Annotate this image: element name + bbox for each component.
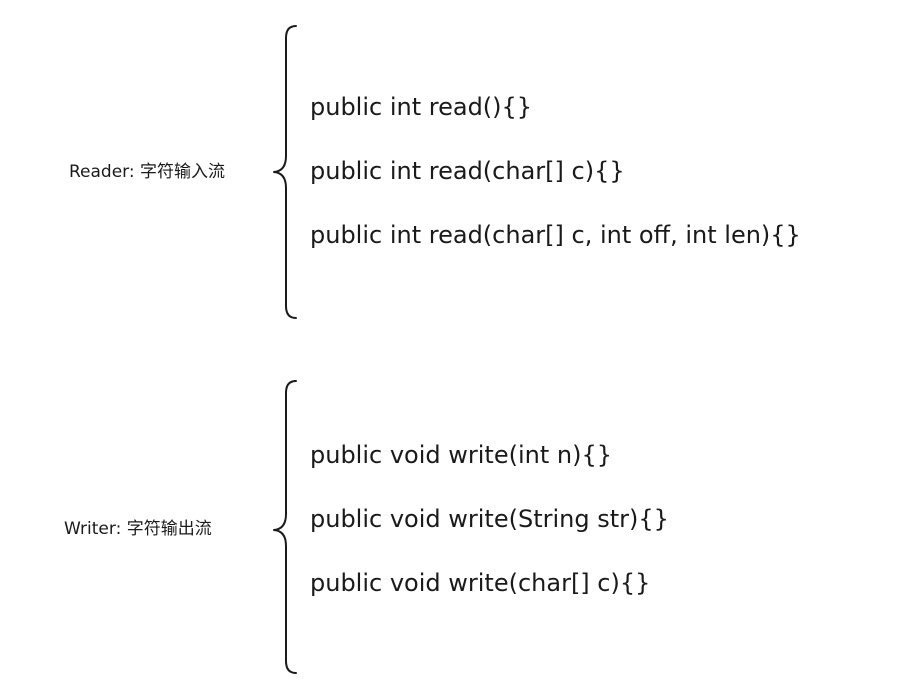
reader-brace [273,25,297,319]
reader-method-read: public int read(){} [310,93,533,121]
reader-label: Reader: 字符输入流 [69,162,225,182]
writer-method-write-string: public void write(String str){} [310,505,669,533]
writer-method-write-int: public void write(int n){} [310,441,612,469]
writer-label: Writer: 字符输出流 [64,519,212,539]
reader-method-read-char-array-off-len: public int read(char[] c, int off, int l… [310,221,801,249]
writer-brace [273,380,297,674]
reader-method-read-char-array: public int read(char[] c){} [310,157,625,185]
writer-method-write-char-array: public void write(char[] c){} [310,569,651,597]
